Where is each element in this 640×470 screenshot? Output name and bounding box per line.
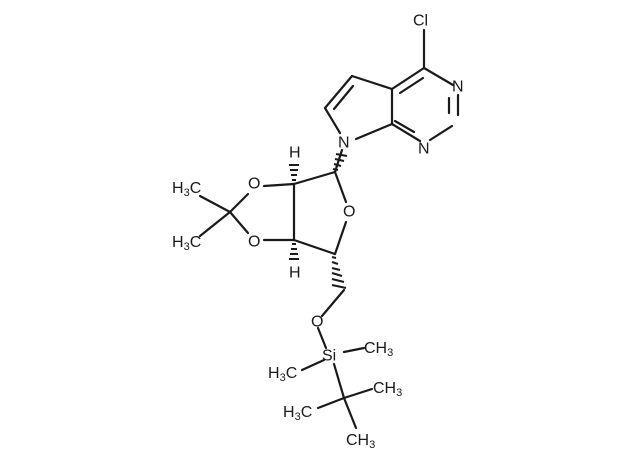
bond-si-me-right — [342, 346, 366, 354]
atom-h-top: H — [289, 145, 301, 162]
atom-n-glycosidic: N — [338, 135, 350, 152]
group-si-methyl-left: H3C — [268, 365, 297, 385]
atom-o-ether: O — [311, 314, 323, 331]
bond-cq-me-bottom — [342, 396, 358, 430]
bond-c2p-o-top — [262, 182, 296, 188]
bond-c5p-o — [320, 288, 346, 318]
bond-cq-me-right — [342, 387, 374, 400]
group-si-methyl-right: CH3 — [364, 340, 393, 360]
group-acetonide-methyl-bottom: H3C — [172, 234, 201, 254]
bond-c1p-o4p — [333, 170, 348, 204]
atom-h-bottom: H — [289, 265, 301, 282]
group-tbu-methyl-right: CH3 — [373, 380, 402, 400]
bond-n7-c1p — [333, 148, 344, 174]
atom-labels: Cl N N N H H O O O O Si H3C H3C CH3 H3C … — [172, 13, 464, 452]
hashed-wedges — [289, 153, 348, 289]
bond-o-si — [316, 326, 328, 350]
bond-cme2-me-bottom — [198, 210, 232, 238]
bond-c5-c6 — [323, 74, 354, 110]
bond-si-cq — [332, 362, 346, 400]
bond-c4p-c3p — [292, 238, 337, 256]
bond-c4a-c4 — [390, 66, 426, 91]
bond-c2-n1 — [428, 124, 454, 142]
atom-o-dioxolane-bottom: O — [248, 234, 260, 251]
atom-n-ring-bottom: N — [418, 141, 430, 158]
bond-c1p-c2p — [292, 170, 337, 186]
bond-o4p-c4p — [333, 220, 348, 256]
bonds — [198, 28, 460, 430]
bond-c4a-c5 — [350, 74, 394, 91]
atom-n-ring-top: N — [452, 79, 464, 96]
group-tbu-methyl-bottom: CH3 — [346, 432, 375, 452]
bond-n1-c7a-inner — [393, 119, 416, 134]
bond-c6-n7 — [323, 106, 342, 135]
group-tbu-methyl-left: H3C — [283, 404, 312, 424]
group-acetonide-methyl-top: H3C — [172, 180, 201, 200]
atom-cl: Cl — [413, 13, 428, 30]
bond-c4-n3 — [422, 66, 455, 87]
bond-c4a-c4-inner — [398, 76, 425, 95]
bond-c5-c6-inner — [332, 84, 355, 111]
atom-o-furanose: O — [343, 204, 355, 221]
bond-o-top-cme2 — [228, 192, 250, 214]
bond-n7-c7a — [354, 122, 394, 141]
atom-o-dioxolane-top: O — [248, 176, 260, 193]
bond-o-bottom-cme2 — [228, 210, 250, 235]
bond-n1-c7a — [390, 122, 422, 143]
bond-cme2-me-top — [198, 194, 232, 214]
atom-si: Si — [322, 348, 336, 365]
bond-si-me-left — [300, 358, 326, 372]
bond-cq-me-left — [316, 396, 346, 410]
